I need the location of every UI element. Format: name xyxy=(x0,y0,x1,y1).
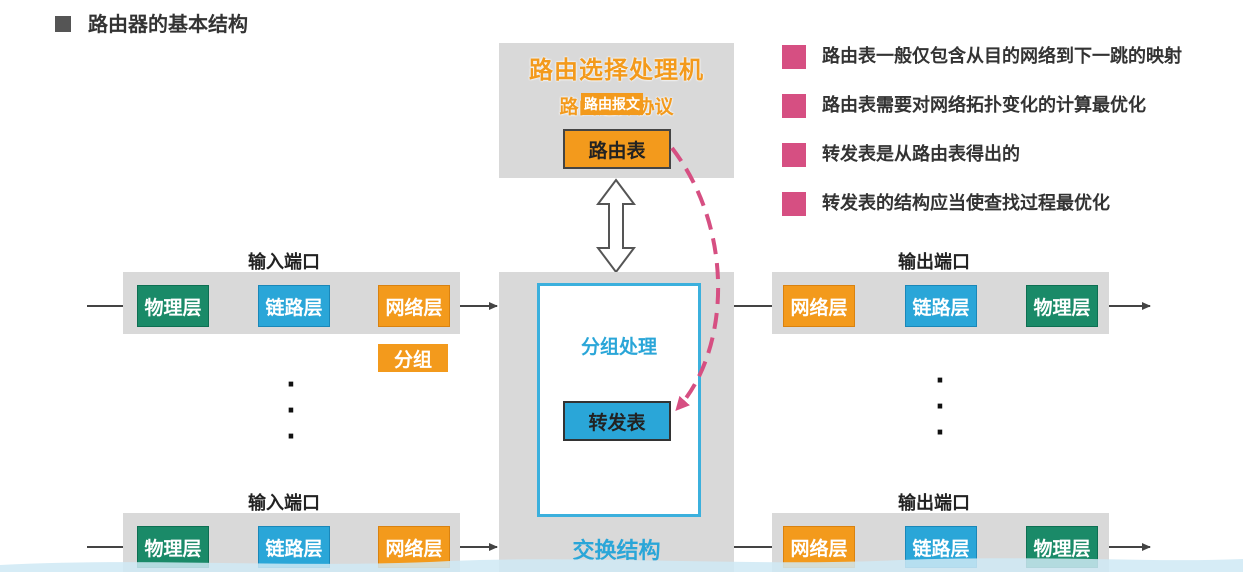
input-link-layer-bottom: 链路层 xyxy=(258,526,330,568)
input-physical-layer-bottom: 物理层 xyxy=(137,526,209,568)
note-marker-icon xyxy=(782,192,806,216)
input-port-label-top: 输入端口 xyxy=(248,252,320,273)
input-link-layer-top: 链路层 xyxy=(258,285,330,327)
note-item: 路由表一般仅包含从目的网络到下一跳的映射 xyxy=(822,46,1182,67)
note-item: 转发表的结构应当使查找过程最优化 xyxy=(822,193,1110,214)
routing-processor-title: 路由选择处理机 xyxy=(529,56,704,84)
packet-processing-area xyxy=(537,283,701,517)
output-ellipsis: ··· xyxy=(935,366,945,448)
output-link-layer-top: 链路层 xyxy=(905,285,977,327)
title-square-icon xyxy=(55,16,71,32)
input-ellipsis: ··· xyxy=(286,370,296,452)
output-port-label-bottom: 输出端口 xyxy=(898,493,970,514)
input-port-label-bottom: 输入端口 xyxy=(248,493,320,514)
output-physical-layer-top: 物理层 xyxy=(1026,285,1098,327)
output-network-layer-top: 网络层 xyxy=(783,285,855,327)
note-marker-icon xyxy=(782,45,806,69)
packet-label: 分组 xyxy=(378,344,448,372)
routing-packet-label: 路由报文 xyxy=(581,93,643,115)
note-item: 转发表是从路由表得出的 xyxy=(822,144,1020,165)
input-network-layer-bottom: 网络层 xyxy=(378,526,450,568)
note-item: 路由表需要对网络拓扑变化的计算最优化 xyxy=(822,95,1146,116)
routing-table: 路由表 xyxy=(563,129,671,169)
decorative-wave xyxy=(0,558,1243,572)
note-marker-icon xyxy=(782,94,806,118)
input-physical-layer-top: 物理层 xyxy=(137,285,209,327)
output-port-label-top: 输出端口 xyxy=(898,252,970,273)
input-network-layer-top: 网络层 xyxy=(378,285,450,327)
packet-processing-label: 分组处理 xyxy=(580,336,657,358)
note-marker-icon xyxy=(782,143,806,167)
page-title: 路由器的基本结构 xyxy=(88,12,248,36)
forwarding-table: 转发表 xyxy=(563,401,671,441)
